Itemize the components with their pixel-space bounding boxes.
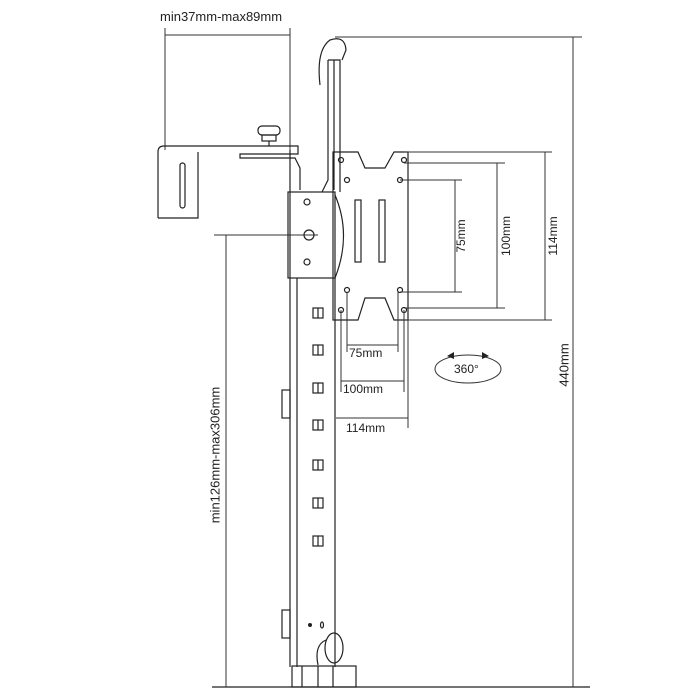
pivot-bracket [287, 191, 345, 279]
adjust-height-dimension [214, 234, 318, 687]
desk-clamp [157, 125, 301, 219]
base-clamp [291, 621, 357, 688]
pole [281, 150, 336, 667]
total-height-label: 440mm [556, 343, 572, 387]
vesa-v-100-label: 100mm [499, 215, 513, 257]
vesa-horizontal-dimensions [336, 292, 409, 428]
vesa-h-75-label: 75mm [349, 346, 383, 360]
vesa-v-114-label: 114mm [546, 216, 560, 256]
vesa-v-75-label: 75mm [454, 219, 468, 253]
pole-slots [312, 307, 324, 547]
hook-arm [318, 38, 347, 193]
rotation-icon [434, 352, 502, 384]
clamp-range-label: min37mm-max89mm [160, 9, 283, 24]
height-range-label: min126mm-max306mm [207, 386, 223, 524]
rotation-label: 360° [454, 362, 479, 376]
total-height-dimension [335, 36, 582, 687]
clamp-dimension [164, 28, 291, 150]
vesa-h-100-label: 100mm [343, 382, 384, 396]
vesa-plate [332, 151, 409, 321]
vesa-h-114-label: 114mm [346, 421, 386, 435]
vesa-vertical-dimensions [400, 151, 552, 321]
